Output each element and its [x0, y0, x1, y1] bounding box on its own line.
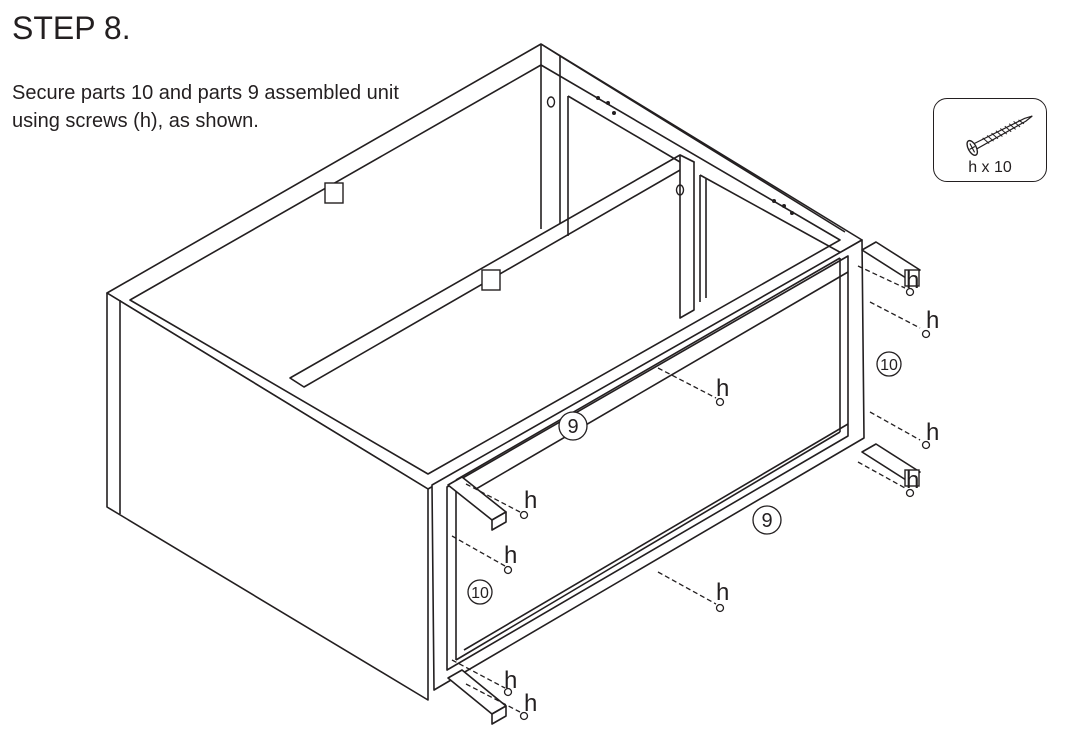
- screw-label: h: [926, 419, 939, 446]
- screw-label: h: [906, 267, 919, 294]
- part-10-callout: 10: [880, 357, 898, 374]
- screw-label: h: [906, 467, 919, 494]
- screw-label: h: [524, 487, 537, 514]
- screw-label: h: [926, 307, 939, 334]
- screw-label: h: [524, 690, 537, 717]
- part-10-callout: 10: [471, 585, 489, 602]
- hardware-label: h x 10: [968, 159, 1012, 176]
- screw-label: h: [504, 667, 517, 694]
- step-title: STEP 8.: [12, 10, 131, 46]
- screw-label: h: [716, 579, 729, 606]
- hardware-box: h x 10: [933, 98, 1047, 182]
- screw-label: h: [716, 375, 729, 402]
- screw-icon: [966, 115, 1033, 156]
- part-9-callout: 9: [761, 510, 772, 532]
- instruction-text: Secure parts 10 and parts 9 assembled un…: [12, 82, 399, 132]
- screw-label: h: [504, 542, 517, 569]
- part-9-callout: 9: [567, 416, 578, 438]
